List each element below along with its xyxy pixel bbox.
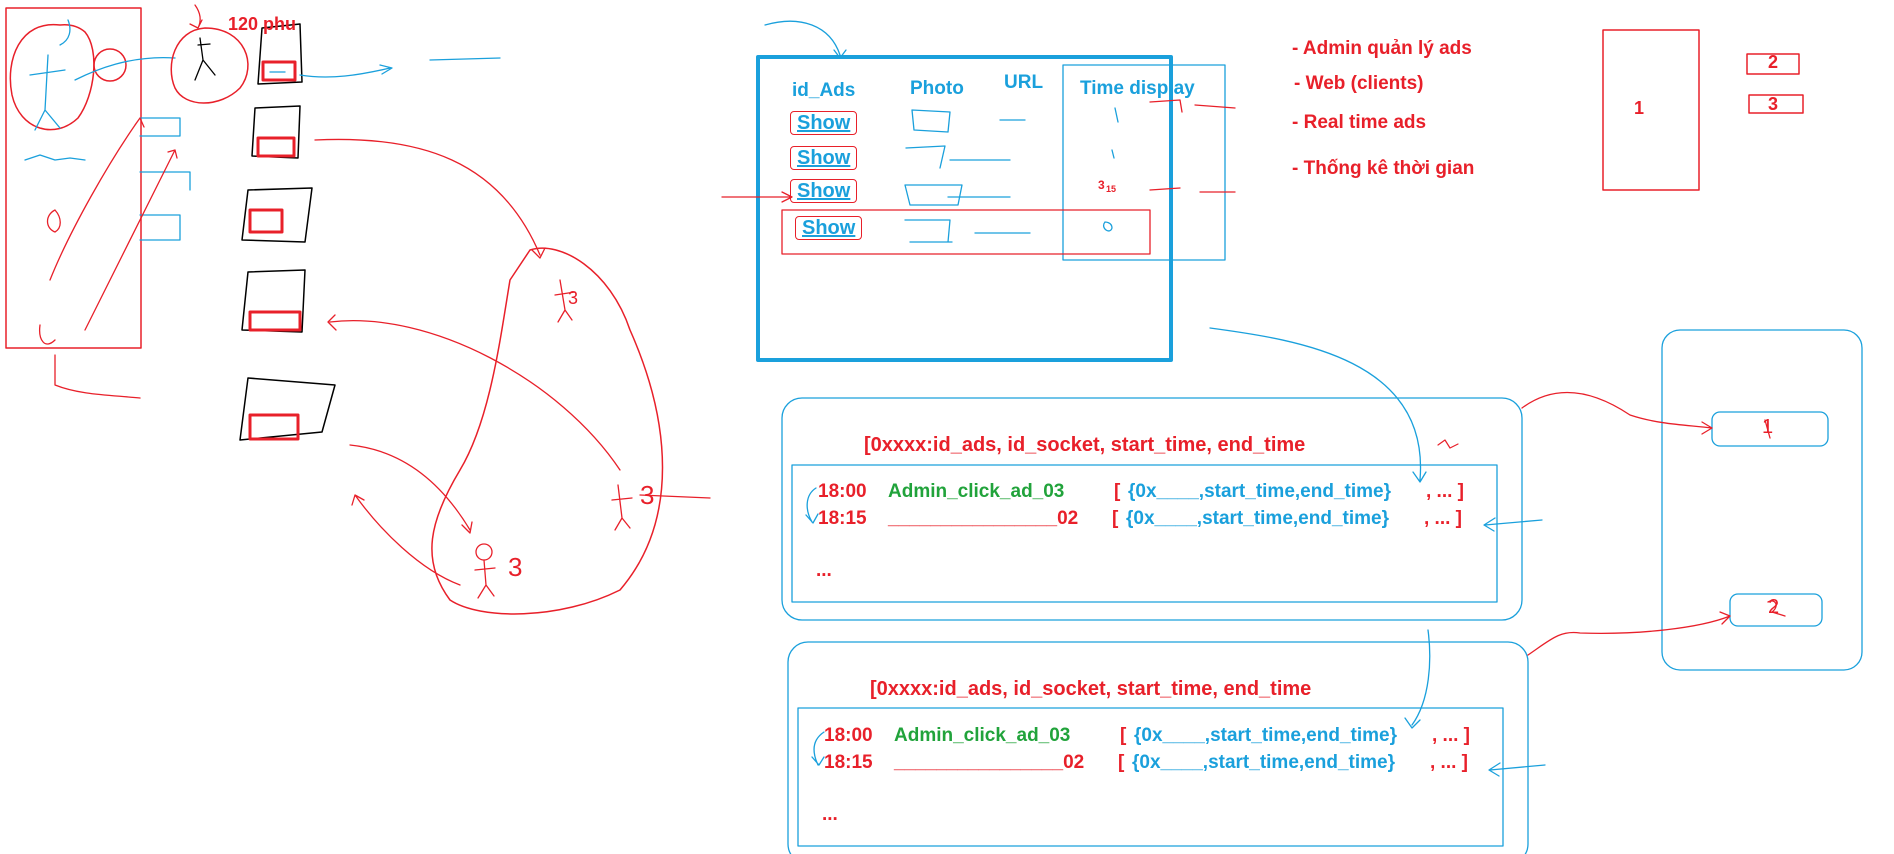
- socket-2-row-2-entry: {0x____,start_time,end_time}: [1132, 752, 1395, 773]
- socket-block-2-inner: [797, 707, 1504, 847]
- socket-1-row-2-entry: {0x____,start_time,end_time}: [1126, 508, 1389, 529]
- layout-box-3: [1748, 94, 1804, 114]
- socket-1-row-1-rest: , ... ]: [1426, 481, 1464, 502]
- socket-2-row-2-rest: , ... ]: [1430, 752, 1468, 773]
- ads-header-photo: Photo: [910, 78, 964, 99]
- selected-ad-row: [781, 209, 1151, 255]
- feature-web-clients: - Web (clients): [1294, 73, 1424, 94]
- time-mark-15: 15: [1106, 184, 1117, 194]
- socket-1-ellipsis: ...: [816, 560, 832, 581]
- socket-2-ellipsis: ...: [822, 804, 838, 825]
- socket-1-row-1-time: 18:00: [818, 481, 867, 502]
- show-button-3[interactable]: Show: [790, 179, 858, 203]
- socket-1-row-2-time: 18:15: [818, 508, 867, 529]
- layout-box-2-label: 2: [1768, 52, 1779, 72]
- socket-2-header: [0xxxx:id_ads, id_socket, start_time, en…: [870, 678, 1312, 700]
- user-mark-1: 3: [568, 288, 579, 308]
- user-mark-3: 3: [508, 552, 523, 582]
- socket-1-header: [0xxxx:id_ads, id_socket, start_time, en…: [864, 434, 1306, 456]
- socket-block-1-outer: [781, 397, 1523, 621]
- show-button-2[interactable]: Show: [790, 146, 858, 170]
- client-box-2-label: 2: [1768, 596, 1780, 618]
- admin-head-circle: [9, 23, 95, 131]
- socket-block-1-inner: [791, 464, 1498, 603]
- socket-2-row-1-time: 18:00: [824, 725, 873, 746]
- socket-1-row-2-action: ________________02: [888, 508, 1079, 529]
- screen-2: [251, 105, 301, 159]
- time-display-column: [1062, 64, 1226, 261]
- layout-box-1-label: 1: [1634, 98, 1645, 118]
- socket-2-row-1-open: [: [1120, 725, 1127, 746]
- feature-real-time-ads: - Real time ads: [1292, 112, 1427, 133]
- screen-5: [239, 377, 336, 441]
- socket-1-row-1-action: Admin_click_ad_03: [888, 481, 1065, 502]
- feature-time-stats: - Thống kê thời gian: [1292, 158, 1475, 179]
- ads-table-frame: [756, 55, 1173, 362]
- screen-4: [241, 269, 306, 333]
- socket-block-2-outer: [787, 641, 1529, 854]
- screen-3: [241, 187, 313, 243]
- ads-header-url: URL: [1004, 72, 1044, 93]
- socket-2-row-1-rest: , ... ]: [1432, 725, 1470, 746]
- layout-box-3-label: 3: [1768, 94, 1779, 114]
- socket-2-row-2-open: [: [1118, 752, 1125, 773]
- feature-admin-ads: - Admin quản lý ads: [1292, 38, 1472, 59]
- show-button-4[interactable]: Show: [795, 216, 863, 240]
- small-circle: [93, 48, 127, 82]
- layout-box-2: [1746, 53, 1800, 75]
- client-head-circle: [170, 27, 249, 104]
- clients-panel: [1661, 329, 1863, 671]
- socket-2-row-2-time: 18:15: [824, 752, 873, 773]
- user-cluster-outline: [431, 247, 664, 615]
- client-box-1-label: 1: [1762, 416, 1774, 438]
- show-button-1[interactable]: Show: [790, 111, 858, 135]
- socket-1-row-1-entry: {0x____,start_time,end_time}: [1128, 481, 1391, 502]
- socket-2-row-2-action: ________________02: [894, 752, 1085, 773]
- top-duration-label: 120 phu: [228, 14, 297, 34]
- screen-1: [257, 23, 303, 85]
- socket-1-row-1-open: [: [1114, 481, 1121, 502]
- client-box-1: [1711, 411, 1829, 447]
- layout-box-1: [1602, 29, 1700, 191]
- ads-header-id: id_Ads: [792, 80, 856, 101]
- socket-2-row-1-action: Admin_click_ad_03: [894, 725, 1071, 746]
- time-mark-3: 3: [1098, 178, 1105, 192]
- socket-1-row-2-open: [: [1112, 508, 1119, 529]
- ads-header-time-display: Time display: [1080, 78, 1195, 99]
- left-panel-frame: [5, 7, 142, 349]
- socket-2-row-1-entry: {0x____,start_time,end_time}: [1134, 725, 1397, 746]
- user-mark-2: 3: [640, 480, 655, 510]
- client-box-2: [1729, 593, 1823, 627]
- socket-1-row-2-rest: , ... ]: [1424, 508, 1462, 529]
